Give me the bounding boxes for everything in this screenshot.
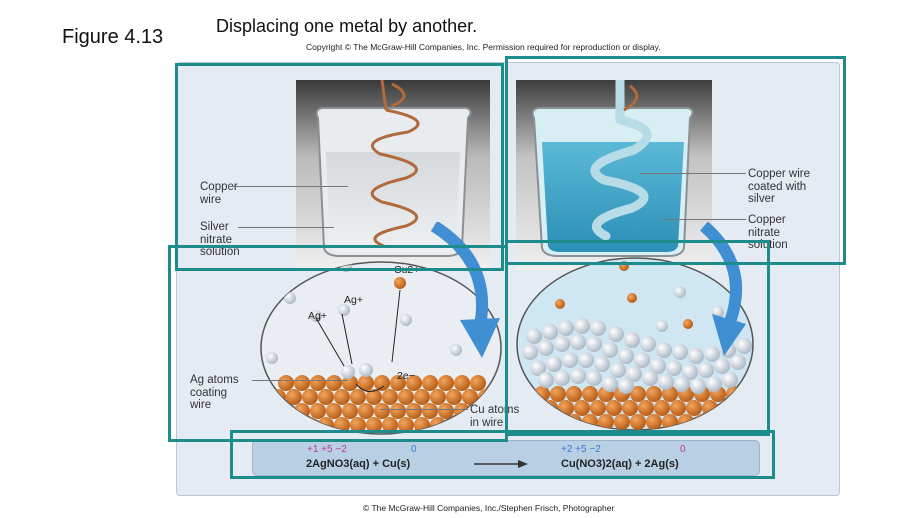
highlight-box-left-atoms bbox=[168, 245, 508, 442]
highlight-box-right-photo bbox=[505, 56, 846, 265]
highlight-box-equation bbox=[230, 430, 775, 479]
copyright-bottom: © The McGraw-Hill Companies, Inc./Stephe… bbox=[363, 503, 614, 513]
figure-label: Figure 4.13 bbox=[62, 26, 163, 49]
highlight-box-right-atoms bbox=[505, 240, 770, 436]
highlight-box-left-photo bbox=[175, 63, 504, 271]
figure-title: Displacing one metal by another. bbox=[216, 16, 477, 37]
copyright-top: Copyright © The McGraw-Hill Companies, I… bbox=[306, 42, 661, 52]
